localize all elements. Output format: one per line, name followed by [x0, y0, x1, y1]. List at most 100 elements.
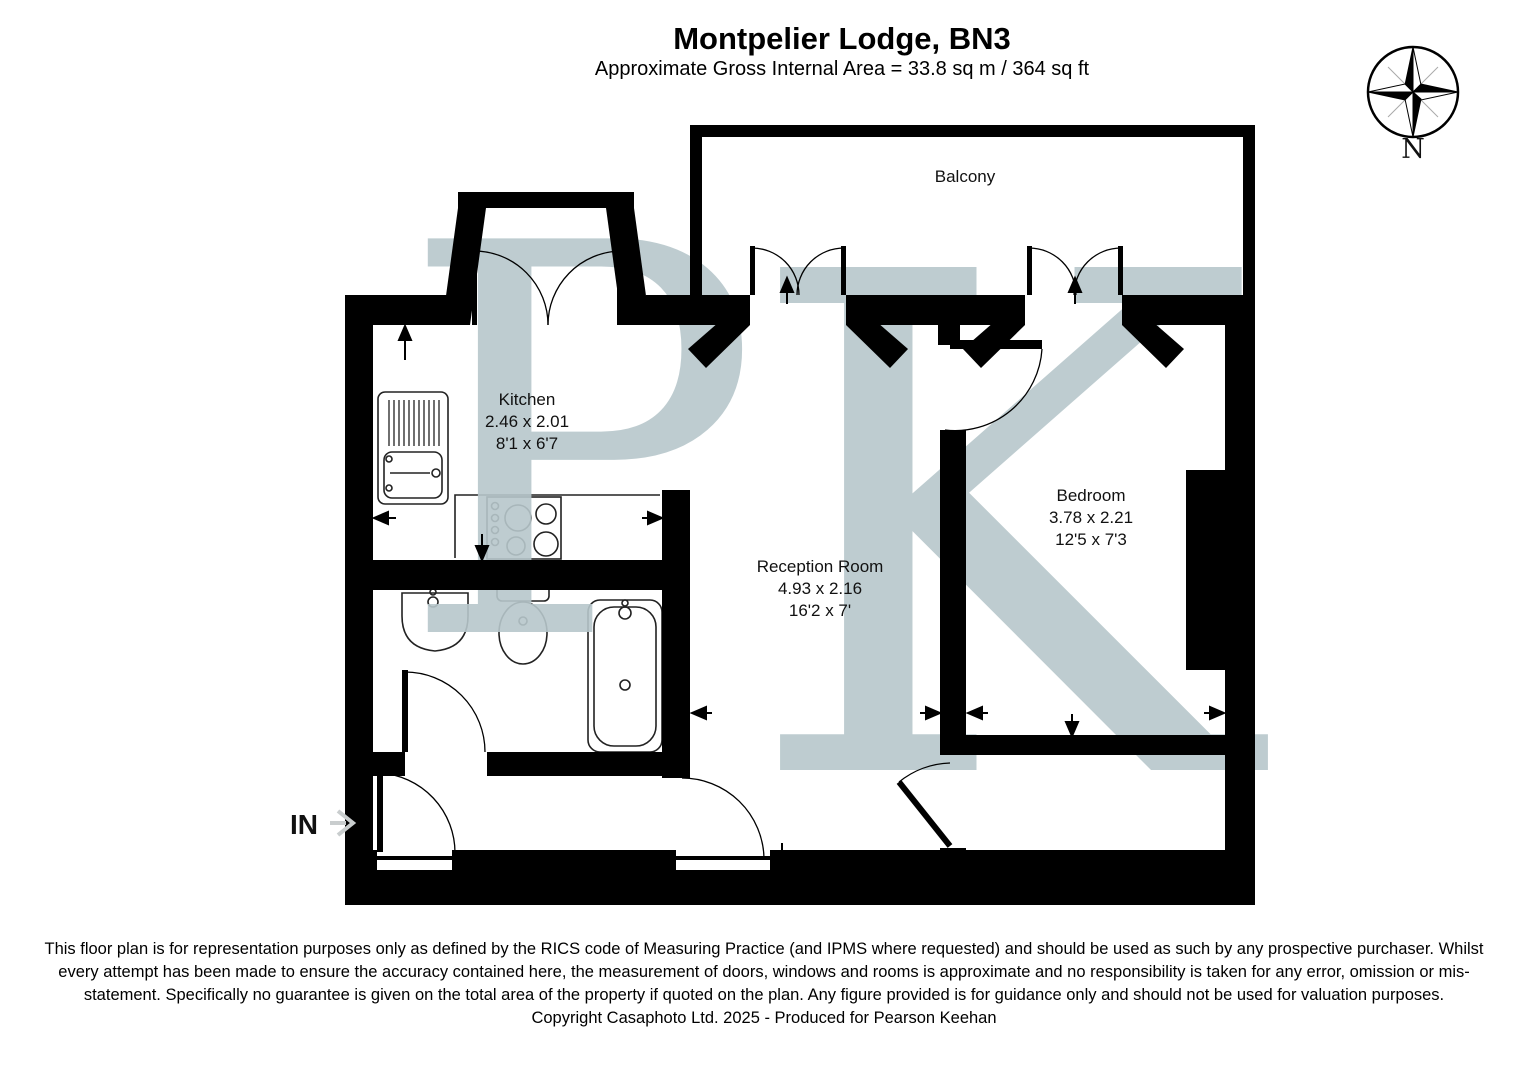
wall-bay-splay-right: [606, 208, 650, 325]
arrow-divider-left: [965, 705, 983, 721]
entrance-marker: IN: [290, 809, 357, 840]
bath-tap-knob: [621, 599, 629, 607]
compass-point-w-light: [1367, 83, 1415, 93]
wall-bedroom-bottom: [940, 735, 1232, 755]
wall-bay-splay-left: [442, 208, 486, 325]
splay-balcony-door2-left: [963, 295, 1025, 368]
bath-tap: [618, 606, 632, 620]
room-labels: Balcony Kitchen 2.46 x 2.01 8'1 x 6'7 Re…: [485, 167, 1133, 620]
arrow-reception-left: [689, 705, 707, 721]
kitchen-dim-metric: 2.46 x 2.01: [485, 412, 569, 431]
hob-knob-3: [490, 525, 500, 535]
wall-kitchen-bath-divider: [345, 560, 690, 590]
bathroom-door-arc: [404, 671, 486, 753]
sink-tap-knob: [431, 468, 441, 478]
watermark-letter-p: P: [398, 132, 761, 760]
balcony-label: Balcony: [935, 167, 996, 186]
balcony-door1-leaf-right: [841, 246, 846, 295]
page-title: Montpelier Lodge, BN3: [673, 21, 1011, 56]
hob-burner-2: [535, 503, 557, 525]
arrow-reception-bottom-down: [774, 853, 790, 871]
wall-bottom-inner2: [452, 850, 676, 875]
wall-bay-top: [458, 192, 634, 208]
wall-bath-right: [662, 590, 690, 778]
sink-fitting-bottom: [385, 484, 393, 492]
wall-bottom-inner3: [770, 850, 1255, 875]
arrow-kitchen-right: [647, 510, 665, 526]
lobby-door-arc: [898, 762, 951, 783]
arrow-kitchen-up: [397, 323, 413, 341]
balcony-door2-leaf-right: [1118, 246, 1123, 295]
chimney-breast: [1186, 470, 1226, 670]
reception-label: Reception Room: [757, 557, 884, 576]
balcony-door1-leaf-left: [750, 246, 755, 295]
arrow-bedroom-right: [1209, 705, 1227, 721]
compass-point-e-dark: [1411, 83, 1459, 93]
entrance-arrow-icon: [330, 809, 357, 837]
bedroom-door-arc: [944, 348, 1043, 432]
wall-reception-bedroom-divider: [940, 430, 966, 755]
toilet-bowl: [498, 601, 548, 665]
hob-burner-3: [506, 536, 526, 556]
hob-knob-1: [490, 501, 500, 511]
copyright-text: Copyright Casaphoto Ltd. 2025 - Produced…: [531, 1009, 997, 1027]
basin: [401, 592, 469, 652]
hob-knob-4: [490, 537, 500, 547]
wall-bath-bottom-right: [487, 752, 690, 776]
wall-left: [345, 295, 373, 905]
reception-dim-imperial: 16'2 x 7': [789, 601, 851, 620]
wall-bottom-inner1: [345, 850, 377, 875]
bay-door-arc-right: [547, 250, 621, 326]
arrow-balcony2-up: [1067, 275, 1083, 293]
front-door-leaf: [377, 772, 383, 852]
walls: [345, 125, 1255, 905]
threshold-reception-door: [676, 856, 770, 860]
kitchen-counter: [454, 494, 660, 558]
hob-burner-4: [533, 531, 559, 557]
compass-north-label: N: [1401, 134, 1425, 165]
balcony-door1-arc-right: [796, 247, 845, 296]
threshold-front-door: [377, 856, 452, 860]
arrow-divider-right: [925, 705, 943, 721]
splay-balcony-door1-left: [688, 295, 750, 368]
bay-door-arc-left: [473, 250, 549, 326]
compass-point-s-dark: [1412, 90, 1422, 138]
page-subtitle: Approximate Gross Internal Area = 33.8 s…: [594, 58, 1090, 80]
lobby-door-leaf: [896, 780, 953, 848]
plan-header: Montpelier Lodge, BN3 Approximate Gross …: [595, 22, 1089, 82]
kitchen-dim-imperial: 8'1 x 6'7: [496, 434, 558, 453]
sink-drainer-lines: [388, 400, 440, 446]
reception-dim-metric: 4.93 x 2.16: [778, 579, 862, 598]
wall-bottom-outer: [345, 870, 1255, 905]
plan-arrows: [371, 275, 1227, 871]
kitchen-label: Kitchen: [499, 390, 556, 409]
arrow-kitchen-down: [474, 545, 490, 563]
sink-fitting-top: [385, 455, 393, 463]
disclaimer-text: This floor plan is for representation pu…: [44, 940, 1484, 1004]
wall-balcony-top: [690, 125, 1255, 137]
arrow-kitchen-left: [371, 510, 389, 526]
reception-door-arc: [681, 777, 765, 859]
wall-balcony-left: [690, 125, 702, 311]
splay-balcony-door1-right: [846, 295, 908, 368]
wall-top-seg2: [846, 295, 1025, 325]
bedroom-dim-metric: 3.78 x 2.21: [1049, 508, 1133, 527]
bath-drain: [619, 679, 631, 691]
basin-tap: [427, 596, 439, 608]
splay-balcony-door2-right: [1122, 295, 1184, 368]
compass-rose: N: [1366, 45, 1460, 165]
wall-top-left: [345, 295, 457, 325]
watermark-letter-k: K: [742, 130, 1270, 933]
hob-burner-1: [504, 504, 532, 532]
wall-balcony-right: [1243, 125, 1255, 311]
entrance-label: IN: [290, 809, 318, 840]
hob: [486, 496, 562, 560]
sink-bowl: [383, 451, 443, 499]
bay-door-leaf-right: [617, 249, 622, 325]
front-door-arc: [379, 772, 456, 854]
bedroom-door-leaf: [950, 340, 1042, 349]
sink-unit: [377, 391, 449, 505]
wall-bath-bottom-left: [345, 752, 405, 776]
